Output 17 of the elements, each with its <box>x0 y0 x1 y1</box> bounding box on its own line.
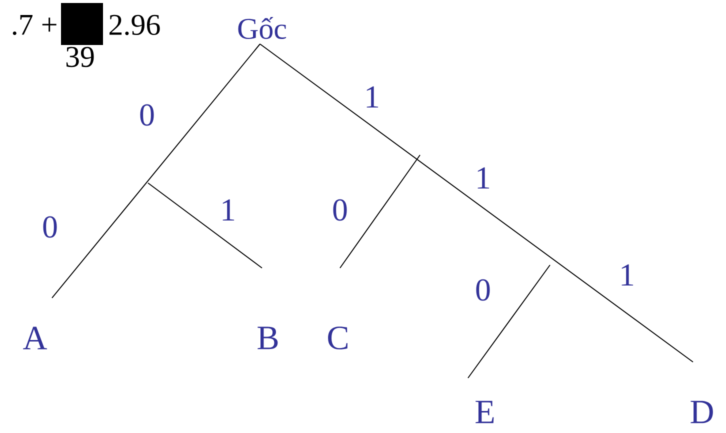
bit-label: 1 <box>222 199 234 221</box>
bit-label: 0 <box>333 199 347 221</box>
leaf-label: B <box>258 326 278 350</box>
formula-text: .7 + <box>12 14 56 36</box>
leaf-label: C <box>328 326 348 350</box>
bit-label: 0 <box>43 216 57 238</box>
root-label: Gốc <box>238 17 286 39</box>
bit-label: 1 <box>478 167 490 189</box>
bit-label: 0 <box>140 104 154 126</box>
formula-text: 2.96 <box>110 14 160 36</box>
leaf-label: D <box>690 400 713 424</box>
leaf-label: A <box>23 326 48 350</box>
bit-label: 0 <box>476 279 490 301</box>
leaf-label: E <box>476 400 494 424</box>
bit-label: 1 <box>622 264 634 286</box>
formula-text: 39 <box>66 46 94 68</box>
bit-label: 1 <box>366 86 378 108</box>
